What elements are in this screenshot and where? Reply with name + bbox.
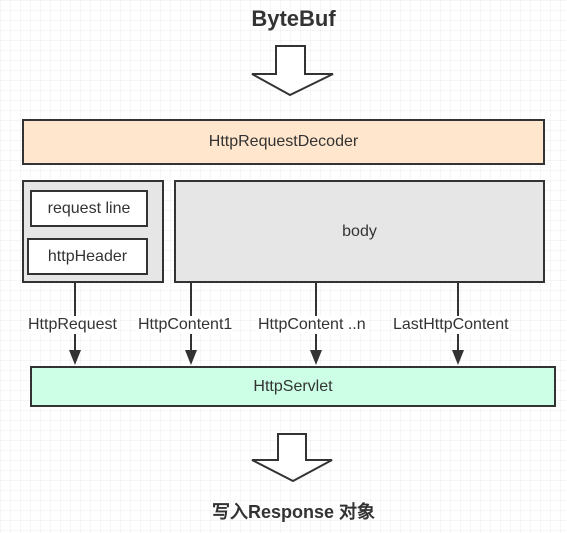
edge-label-httprequest: HttpRequest: [27, 316, 118, 334]
request-line-node: request line: [30, 190, 148, 227]
edge-label-httpcontent-n: HttpContent ..n: [257, 316, 367, 334]
arrowhead-httprequest: [69, 350, 81, 365]
diagram-title: ByteBuf: [251, 6, 336, 31]
http-header-node: httpHeader: [27, 238, 148, 275]
arrowhead-httpcontent-n: [310, 350, 322, 365]
edge-label-httpcontent1: HttpContent1: [137, 316, 234, 334]
body-node: body: [174, 180, 545, 283]
http-servlet-node: HttpServlet: [30, 366, 556, 407]
arrowhead-httpcontent1: [185, 350, 197, 365]
arrowhead-lasthttpcontent: [452, 350, 464, 365]
down-arrow-bottom-icon: [251, 433, 333, 483]
edge-label-lasthttpcontent: LastHttpContent: [392, 316, 510, 334]
diagram-footer: 写入Response 对象: [211, 502, 376, 522]
down-arrow-top-icon: [251, 45, 334, 97]
http-request-decoder-node: HttpRequestDecoder: [22, 119, 545, 165]
